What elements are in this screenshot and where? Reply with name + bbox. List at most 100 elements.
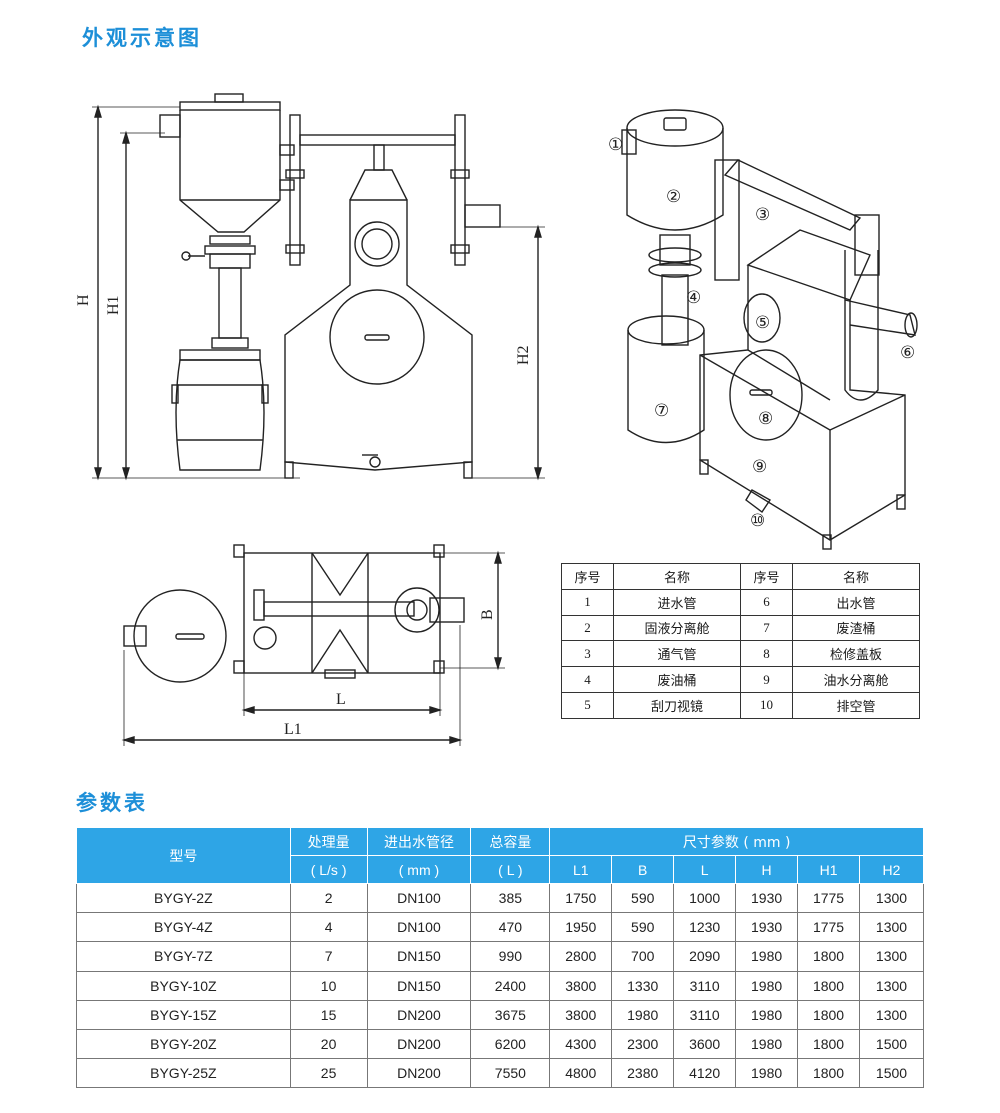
table-cell: 1980	[735, 1028, 799, 1060]
table-cell: 2090	[673, 941, 737, 972]
table-cell: 1980	[611, 999, 675, 1030]
part-no: 10	[739, 691, 793, 719]
table-cell: 1980	[735, 1058, 799, 1089]
table-cell: 25	[289, 1058, 368, 1089]
table-cell: 1800	[797, 1028, 860, 1060]
part-no: 4	[561, 666, 614, 693]
dim-label-h1: H1	[105, 295, 122, 315]
table-cell: 1000	[673, 882, 737, 914]
table-cell: BYGY-25Z	[76, 1058, 291, 1089]
dim-label-l: L	[336, 691, 346, 708]
section-title-appearance: 外观示意图	[82, 26, 202, 50]
header-dim-h2: H2	[859, 855, 924, 884]
table-cell: 2	[289, 882, 368, 914]
table-cell: 1330	[611, 970, 675, 1001]
parts-header-no-1: 序号	[561, 563, 614, 590]
header-flow-unit: ( L/s )	[289, 855, 368, 884]
table-cell: 1300	[859, 882, 924, 914]
part-no: 9	[739, 666, 793, 693]
table-cell: 1300	[859, 999, 924, 1030]
table-cell: 1775	[797, 882, 860, 914]
table-cell: DN200	[366, 1058, 472, 1089]
table-cell: 1800	[797, 1058, 860, 1089]
table-cell: 4120	[673, 1058, 737, 1089]
table-cell: 7	[289, 941, 368, 972]
table-cell: 385	[470, 882, 551, 914]
table-row: 3 通气管 8 检修盖板	[561, 640, 921, 668]
table-cell: 2300	[611, 1028, 675, 1060]
table-cell: DN150	[366, 941, 472, 972]
header-dim-l1: L1	[549, 855, 613, 884]
table-cell: 590	[611, 912, 675, 943]
part-name: 固液分离舱	[612, 614, 741, 642]
part-name: 检修盖板	[791, 640, 921, 668]
dim-label-h2: H2	[515, 345, 532, 365]
part-no: 6	[739, 588, 793, 616]
table-cell: 1500	[859, 1028, 924, 1060]
table-cell: 3600	[673, 1028, 737, 1060]
part-name: 废油桶	[612, 666, 741, 693]
table-cell: DN200	[366, 999, 472, 1030]
table-cell: 1930	[735, 912, 799, 943]
table-cell: 3675	[470, 999, 551, 1030]
callout-7: ⑦	[654, 401, 669, 420]
table-cell: DN100	[366, 882, 472, 914]
table-cell: BYGY-20Z	[76, 1028, 291, 1060]
callout-3: ③	[755, 205, 770, 224]
part-no: 3	[561, 640, 614, 668]
header-model: 型号	[76, 827, 291, 884]
top-view-drawing	[121, 544, 505, 746]
table-cell: 7550	[470, 1058, 551, 1089]
callout-9: ⑨	[752, 457, 767, 476]
table-cell: 2380	[611, 1058, 675, 1089]
header-dim-b: B	[611, 855, 675, 884]
part-name: 通气管	[612, 640, 741, 668]
appearance-drawings: H H1 H2	[75, 93, 918, 746]
table-cell: 3110	[673, 970, 737, 1001]
dim-label-l1: L1	[284, 721, 302, 738]
header-pipe: 进出水管径	[366, 827, 472, 856]
parts-header-name-2: 名称	[791, 563, 921, 590]
table-cell: 4	[289, 912, 368, 943]
table-cell: 2400	[470, 970, 551, 1001]
table-cell: 2800	[549, 941, 613, 972]
table-cell: 15	[289, 999, 368, 1030]
table-cell: BYGY-7Z	[76, 941, 291, 972]
table-cell: 3800	[549, 970, 613, 1001]
callout-8: ⑧	[758, 409, 773, 428]
table-cell: 3110	[673, 999, 737, 1030]
header-dim-l: L	[673, 855, 737, 884]
table-cell: DN200	[366, 1028, 472, 1060]
table-cell: 1930	[735, 882, 799, 914]
table-cell: 1300	[859, 970, 924, 1001]
dim-label-b: B	[479, 609, 496, 620]
table-cell: 20	[289, 1028, 368, 1060]
table-cell: 700	[611, 941, 675, 972]
part-name: 出水管	[791, 588, 921, 616]
table-cell: 470	[470, 912, 551, 943]
table-cell: 1775	[797, 912, 860, 943]
part-no: 7	[739, 614, 793, 642]
table-cell: 6200	[470, 1028, 551, 1060]
part-name: 排空管	[791, 691, 921, 719]
table-cell: DN100	[366, 912, 472, 943]
section-title-parameters: 参数表	[76, 791, 148, 815]
table-cell: DN150	[366, 970, 472, 1001]
parts-table: 序号 名称 序号 名称 1 进水管 6 出水管 2 固液分离舱 7 废渣桶 3 …	[561, 563, 921, 719]
callout-4: ④	[686, 288, 701, 307]
header-dims: 尺寸参数 ( mm )	[549, 827, 924, 856]
part-no: 1	[561, 588, 614, 616]
table-cell: 1300	[859, 912, 924, 943]
header-volume: 总容量	[470, 827, 551, 856]
table-cell: 1980	[735, 970, 799, 1001]
part-name: 刮刀视镜	[612, 691, 741, 719]
part-no: 2	[561, 614, 614, 642]
table-cell: 990	[470, 941, 551, 972]
